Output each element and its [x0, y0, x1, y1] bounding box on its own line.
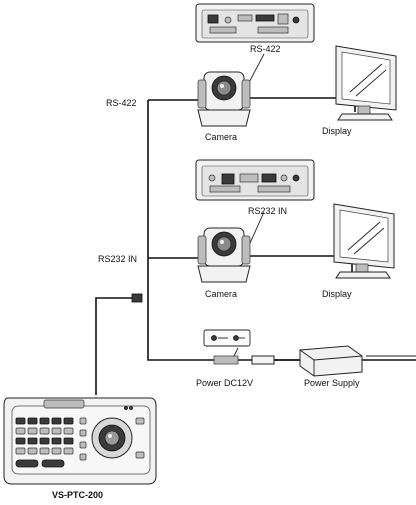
rs232-line-label: RS232 IN [98, 254, 137, 264]
controller-vs-ptc-200 [3, 397, 157, 485]
camera-bottom-label: Camera [205, 289, 237, 299]
joystick-icon [91, 417, 133, 459]
display-top-label: Display [322, 126, 352, 136]
cable-connector [131, 293, 143, 303]
camera-bottom [197, 227, 251, 283]
display-bottom [333, 203, 395, 279]
rs422-panel-label: RS-422 [250, 44, 281, 54]
camera-top [197, 71, 251, 127]
main-bus-cable [147, 100, 300, 361]
camera-top-label: Camera [205, 132, 237, 142]
power-supply-label: Power Supply [304, 378, 360, 388]
rs422-line-label: RS-422 [106, 98, 137, 108]
display-top [335, 45, 397, 121]
display-bottom-label: Display [322, 289, 352, 299]
camera-rear-panel-top [195, 3, 315, 43]
controller-cable [95, 297, 140, 395]
camera-rear-panel-bottom [195, 159, 315, 201]
controller-label: VS-PTC-200 [52, 490, 103, 500]
power-supply [274, 345, 363, 377]
controller-buttons [15, 417, 87, 468]
rs232-panel-label: RS232 IN [248, 206, 287, 216]
power-connector [203, 329, 275, 365]
power-dc-label: Power DC12V [196, 378, 253, 388]
